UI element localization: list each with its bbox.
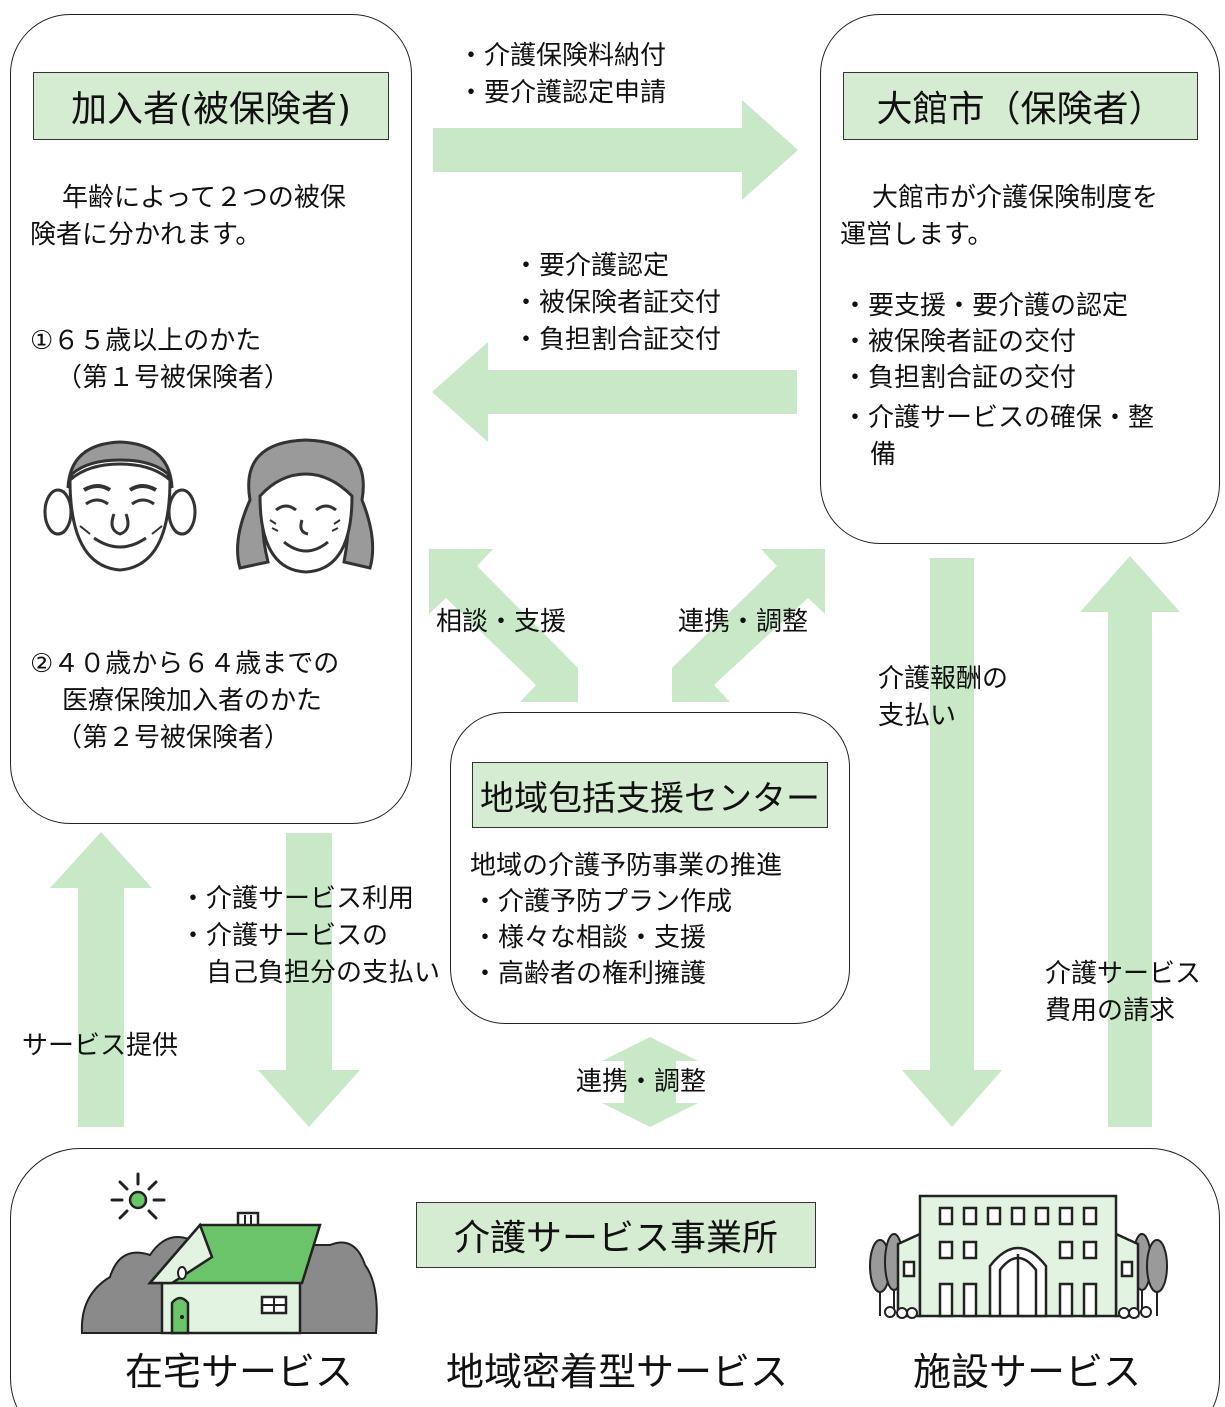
group2-line1: ②４０歳から６４歳までの bbox=[30, 649, 340, 679]
flow-coordination-insurer: 連携・調整 bbox=[678, 607, 809, 637]
insurer-role-5: 備 bbox=[870, 440, 897, 470]
subscriber-desc-1: 年齢によって２つの被保 bbox=[62, 183, 346, 213]
flow-reward-2: 支払い bbox=[878, 701, 957, 731]
center-line-1: 地域の介護予防事業の推進 bbox=[470, 851, 783, 881]
house-illustration bbox=[80, 1211, 378, 1335]
elderly-man-illustration bbox=[43, 440, 197, 572]
provider-title: 介護サービス事業所 bbox=[416, 1202, 816, 1268]
insurer-desc-2: 運営します。 bbox=[840, 220, 994, 250]
flow-to-subscriber-3: ・負担割合証交付 bbox=[513, 325, 722, 355]
group1-line1: ①６５歳以上のかた bbox=[30, 326, 262, 356]
flow-service-provided: サービス提供 bbox=[22, 1031, 179, 1061]
subscriber-box bbox=[10, 14, 412, 824]
insurer-role-3: ・負担割合証の交付 bbox=[842, 363, 1077, 393]
subscriber-desc-2: 険者に分かれます。 bbox=[30, 220, 262, 250]
group2-line2: 医療保険加入者のかた bbox=[62, 686, 323, 716]
arrow-coordination-insurer bbox=[672, 549, 825, 702]
facility-service-label: 施設サービス bbox=[913, 1350, 1142, 1394]
flow-to-subscriber-1: ・要介護認定 bbox=[513, 251, 670, 281]
facility-building-illustration bbox=[869, 1194, 1168, 1319]
center-line-2: ・介護予防プラン作成 bbox=[472, 887, 733, 917]
flow-usage-2: ・介護サービスの bbox=[180, 921, 389, 951]
arrow-coordination-provider bbox=[602, 1037, 698, 1127]
flow-to-insurer-2: ・要介護認定申請 bbox=[458, 78, 667, 108]
center-line-3: ・様々な相談・支援 bbox=[472, 923, 707, 953]
insurer-role-2: ・被保険者証の交付 bbox=[842, 327, 1077, 357]
flow-to-subscriber-2: ・被保険者証交付 bbox=[513, 288, 722, 318]
arrow-reward-payment bbox=[902, 558, 1002, 1127]
flow-claim-2: 費用の請求 bbox=[1045, 996, 1176, 1026]
insurer-role-1: ・要支援・要介護の認定 bbox=[842, 291, 1129, 321]
subscriber-title: 加入者(被保険者) bbox=[33, 72, 389, 140]
flow-consult-support: 相談・支援 bbox=[436, 607, 567, 637]
insurer-role-4: ・介護サービスの確保・整 bbox=[842, 403, 1155, 433]
arrow-to-subscriber bbox=[432, 342, 797, 442]
sun-icon bbox=[110, 1172, 166, 1220]
arrow-service-provided bbox=[50, 832, 152, 1127]
group2-line3: （第２号被保険者） bbox=[56, 723, 291, 753]
flow-usage-1: ・介護サービス利用 bbox=[180, 884, 415, 914]
center-title: 地域包括支援センター bbox=[472, 762, 828, 828]
arrow-consult-support bbox=[429, 549, 578, 702]
flow-usage-3: 自己負担分の支払い bbox=[180, 958, 441, 988]
center-line-4: ・高齢者の権利擁護 bbox=[472, 959, 707, 989]
home-service-label: 在宅サービス bbox=[125, 1350, 354, 1394]
group1-line2: （第１号被保険者） bbox=[56, 363, 291, 393]
community-service-label: 地域密着型サービス bbox=[446, 1350, 789, 1394]
insurer-title: 大館市（保険者） bbox=[843, 72, 1198, 140]
insurer-desc-1: 大館市が介護保険制度を bbox=[872, 183, 1159, 213]
flow-to-insurer-1: ・介護保険料納付 bbox=[458, 41, 667, 71]
arrow-to-insurer bbox=[433, 100, 798, 200]
flow-coordination-provider: 連携・調整 bbox=[576, 1067, 707, 1097]
arrow-cost-claim bbox=[1080, 556, 1180, 1127]
flow-claim-1: 介護サービス bbox=[1045, 959, 1202, 989]
arrow-service-usage bbox=[258, 833, 360, 1127]
flow-reward-1: 介護報酬の bbox=[878, 664, 1009, 694]
elderly-woman-illustration bbox=[236, 438, 375, 574]
